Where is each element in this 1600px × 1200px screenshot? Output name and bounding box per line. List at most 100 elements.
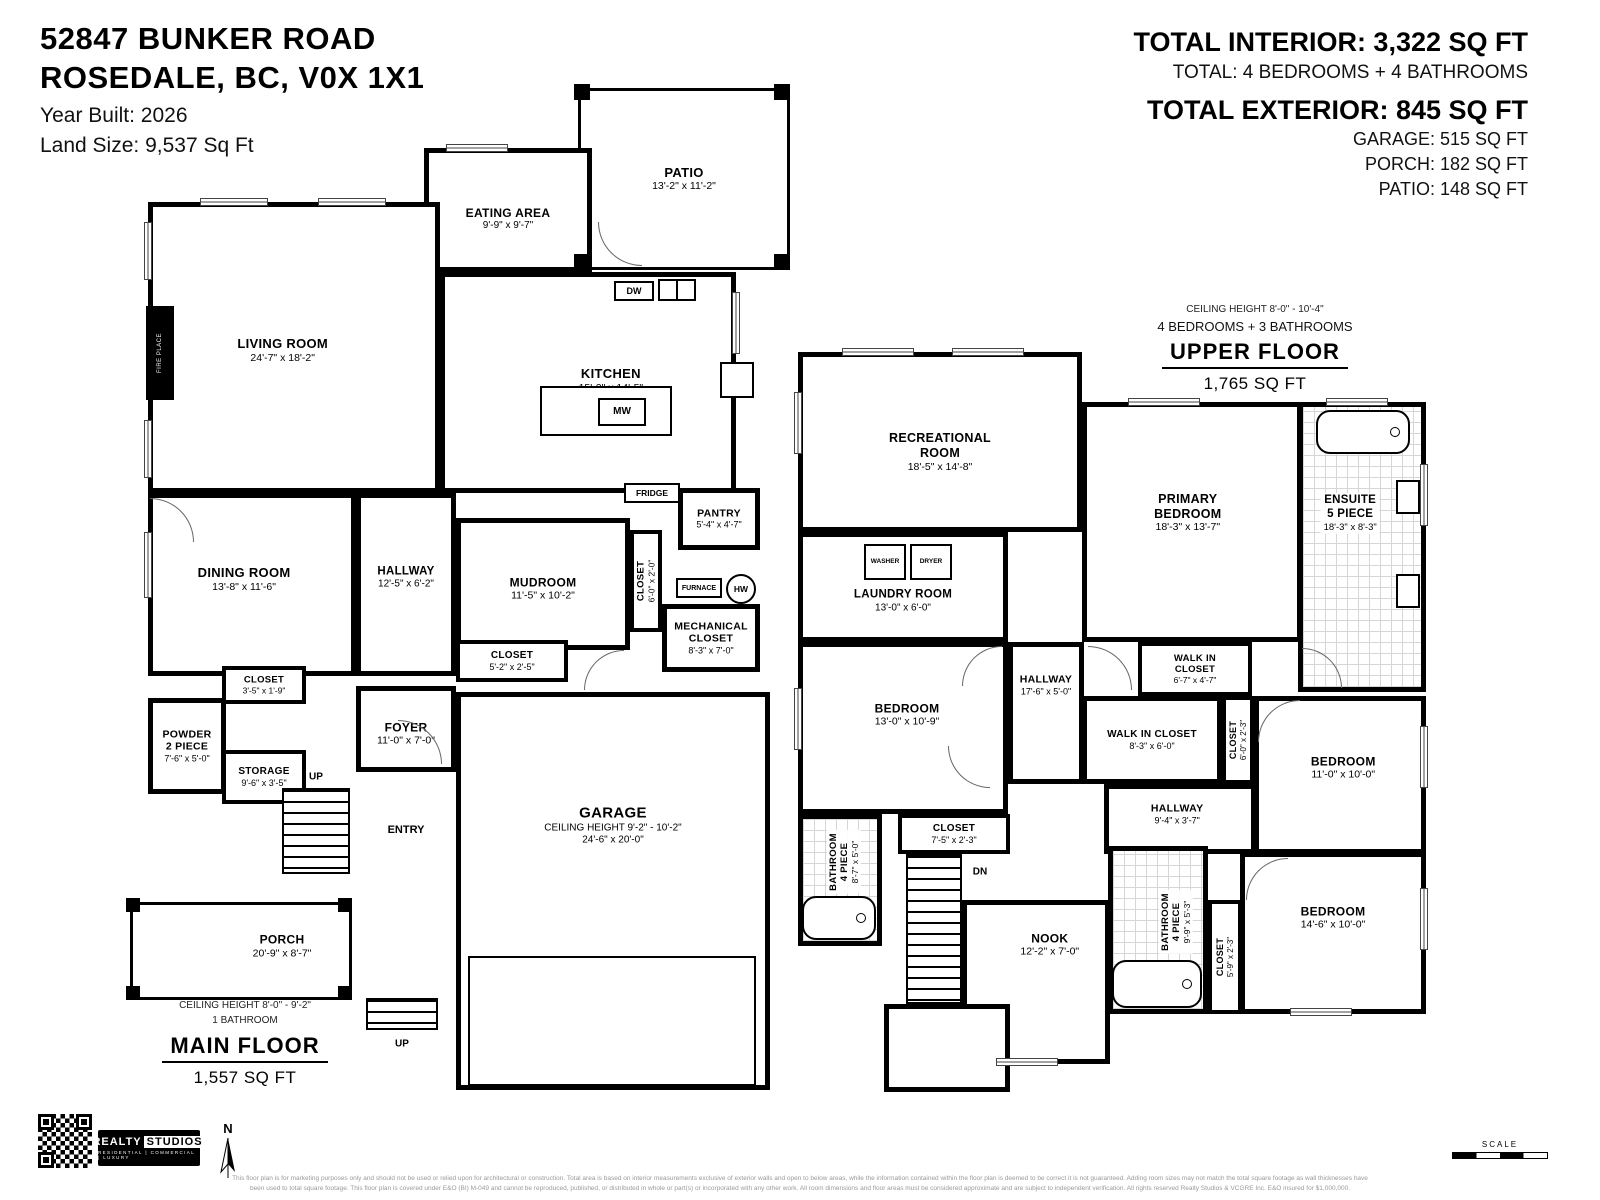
scale-indicator: SCALE (1452, 1140, 1548, 1159)
main-kitchen: KITCHEN15'-2" x 14'-5" (440, 272, 736, 493)
upper-window (1420, 888, 1428, 950)
main-hot-water-tank: HW (726, 574, 756, 604)
upper-window (794, 688, 802, 750)
main-floor-caption: CEILING HEIGHT 8'-0" - 9'-2" 1 BATHROOM … (135, 998, 355, 1088)
main-entry-label: ENTRY (387, 824, 425, 836)
total-interior: TOTAL INTERIOR: 3,322 SQ FT (1133, 27, 1528, 57)
property-info: 52847 BUNKER ROAD ROSEDALE, BC, V0X 1X1 … (40, 20, 424, 158)
main-garage-door (468, 956, 756, 1086)
main-stairs-up-label: UP (309, 771, 323, 783)
main-floor-title: MAIN FLOOR (162, 1033, 328, 1063)
main-kitchen-sink (658, 279, 696, 301)
main-window (446, 144, 508, 152)
totals-summary: TOTAL INTERIOR: 3,322 SQ FT TOTAL: 4 BED… (1133, 26, 1528, 202)
main-window (144, 420, 152, 478)
compass-n-label: N (223, 1121, 232, 1136)
upper-door-arc (1088, 646, 1132, 690)
main-stairs-main (282, 788, 350, 874)
main-pillar (774, 84, 790, 100)
garage-area: GARAGE: 515 SQ FT (1352, 128, 1528, 149)
disclaimer: This floor plan is for marketing purpose… (20, 1174, 1580, 1195)
logo-realty: REALTY (92, 1136, 142, 1148)
upper-floor-title: UPPER FLOOR (1162, 339, 1348, 369)
compass-icon: N (220, 1121, 235, 1178)
land-size: Land Size: 9,537 Sq Ft (40, 133, 254, 157)
upper-ensuite-sink (1396, 480, 1420, 514)
main-window (200, 198, 268, 206)
upper-floor-area: 1,765 SQ FT (1203, 374, 1307, 393)
disclaimer-line-2: been used to total square footage. This … (249, 1185, 1351, 1193)
address-line1: 52847 BUNKER ROAD (40, 21, 376, 56)
upper-ensuite-sink (1396, 574, 1420, 608)
upper-window (1420, 464, 1428, 526)
main-window (144, 532, 152, 598)
upper-floor-bedrooms: 4 BEDROOMS + 3 BATHROOMS (1157, 319, 1353, 334)
main-window (732, 292, 740, 354)
upper-window (1290, 1008, 1352, 1016)
patio-area: PATIO: 148 SQ FT (1378, 179, 1528, 200)
upper-stairs-dn-label: DN (972, 866, 988, 878)
upper-window (1128, 398, 1200, 406)
logo-tagline: RESIDENTIAL | COMMERCIAL | LUXURY (98, 1150, 195, 1160)
upper-bathroom-2-tub (802, 896, 876, 940)
logo-studios: STUDIOS (143, 1136, 206, 1148)
qr-code (36, 1112, 94, 1170)
address-line2: ROSEDALE, BC, V0X 1X1 (40, 59, 425, 95)
main-pillar (338, 986, 352, 1000)
scale-label: SCALE (1481, 1140, 1519, 1149)
main-dishwasher: DW (614, 281, 654, 301)
scale-bar (1452, 1152, 1548, 1159)
upper-dryer: DRYER (910, 544, 952, 580)
upper-window (1326, 398, 1388, 406)
main-furnace: FURNACE (676, 578, 722, 598)
upper-window (952, 348, 1024, 356)
main-kitchen-island (540, 386, 672, 436)
upper-stair-landing (884, 1004, 1010, 1092)
main-floor-ceiling: CEILING HEIGHT 8'-0" - 9'-2" (179, 1000, 311, 1011)
main-door-arc (584, 650, 624, 690)
upper-floor-ceiling: CEILING HEIGHT 8'-0" - 10'-4" (1186, 304, 1324, 315)
main-pillar (574, 254, 590, 270)
upper-window (996, 1058, 1058, 1066)
main-pillar (338, 898, 352, 912)
realty-studios-logo: REALTY STUDIOS RESIDENTIAL | COMMERCIAL … (92, 1130, 206, 1166)
logo-wordmark: REALTY STUDIOS (92, 1136, 206, 1148)
total-bed-bath: TOTAL: 4 BEDROOMS + 4 BATHROOMS (1172, 62, 1528, 84)
